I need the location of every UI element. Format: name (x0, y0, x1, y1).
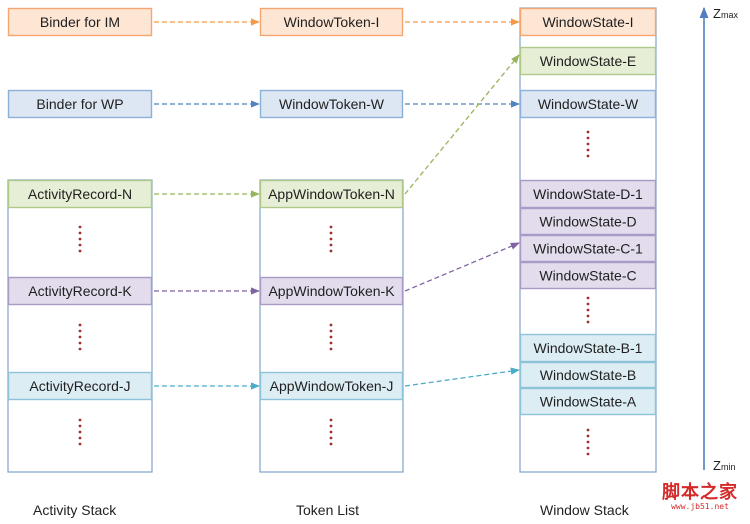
z-min-label: Zmin (713, 458, 735, 473)
box-ws-e: WindowState-E (519, 46, 657, 76)
ellipsis-dots (329, 418, 333, 446)
box-awt-n: AppWindowToken-N (259, 179, 404, 209)
z-max-subscript: max (720, 10, 738, 20)
box-label: WindowState-C-1 (533, 241, 643, 257)
watermark-logo: 脚本之家 www.jb51.net (652, 478, 748, 511)
box-label: WindowState-B-1 (534, 340, 643, 356)
box-ws-c: WindowState-C (519, 261, 657, 290)
box-ws-d1: WindowState-D-1 (519, 179, 657, 209)
box-ar-k: ActivityRecord-K (7, 276, 153, 306)
window-stack-label: Window Stack (540, 502, 629, 518)
ellipsis-dots (78, 323, 82, 351)
box-label: AppWindowToken-K (268, 283, 395, 299)
box-label: ActivityRecord-K (28, 283, 132, 299)
ellipsis-dots (586, 296, 590, 324)
watermark-url: www.jb51.net (671, 502, 729, 511)
ellipsis-dots (586, 130, 590, 158)
box-label: WindowState-A (540, 394, 637, 410)
box-label: WindowToken-I (284, 14, 380, 30)
box-wt-w: WindowToken-W (259, 89, 404, 119)
z-min-subscript: min (720, 462, 736, 472)
arrow-awt-j-to-ws-b (404, 367, 520, 387)
arrow-awt-n-to-ws-e (404, 54, 520, 195)
box-label: AppWindowToken-J (270, 378, 394, 394)
box-label: ActivityRecord-N (28, 186, 132, 202)
activity-stack-label: Activity Stack (33, 502, 117, 518)
ellipsis-dots (78, 225, 82, 253)
token-list-label: Token List (296, 502, 360, 518)
box-awt-j: AppWindowToken-J (259, 371, 404, 401)
box-ws-b1: WindowState-B-1 (519, 333, 657, 363)
box-wt-i: WindowToken-I (259, 7, 404, 37)
box-ar-j: ActivityRecord-J (7, 371, 153, 401)
ellipsis-dots (586, 428, 590, 456)
box-label: Binder for WP (36, 96, 123, 112)
box-ws-b: WindowState-B (519, 361, 657, 389)
arrow-awt-k-to-ws-c1 (404, 242, 520, 292)
box-ws-a: WindowState-A (519, 387, 657, 416)
z-min-letter: Z (713, 458, 721, 473)
box-ar-n: ActivityRecord-N (7, 179, 153, 209)
box-label: WindowState-B (540, 367, 636, 383)
box-ws-i: WindowState-I (519, 7, 657, 37)
box-label: AppWindowToken-N (268, 186, 395, 202)
box-label: WindowState-I (542, 14, 633, 30)
box-label: WindowState-C (539, 268, 636, 284)
z-max-label: Zmax (713, 6, 738, 21)
box-ws-w: WindowState-W (519, 89, 657, 119)
box-label: WindowToken-W (279, 96, 385, 112)
ellipsis-dots (78, 418, 82, 446)
box-label: ActivityRecord-J (29, 378, 130, 394)
box-binder-wp: Binder for WP (7, 89, 153, 119)
ellipsis-dots (329, 323, 333, 351)
z-max-letter: Z (713, 6, 721, 21)
box-ws-d: WindowState-D (519, 207, 657, 236)
box-label: WindowState-D-1 (533, 186, 643, 202)
box-binder-im: Binder for IM (7, 7, 153, 37)
ellipsis-dots (329, 225, 333, 253)
box-ws-c1: WindowState-C-1 (519, 234, 657, 263)
box-label: Binder for IM (40, 14, 120, 30)
box-label: WindowState-W (538, 96, 639, 112)
box-awt-k: AppWindowToken-K (259, 276, 404, 306)
box-label: WindowState-E (540, 53, 636, 69)
watermark-text: 脚本之家 (662, 482, 738, 503)
box-label: WindowState-D (539, 214, 636, 230)
